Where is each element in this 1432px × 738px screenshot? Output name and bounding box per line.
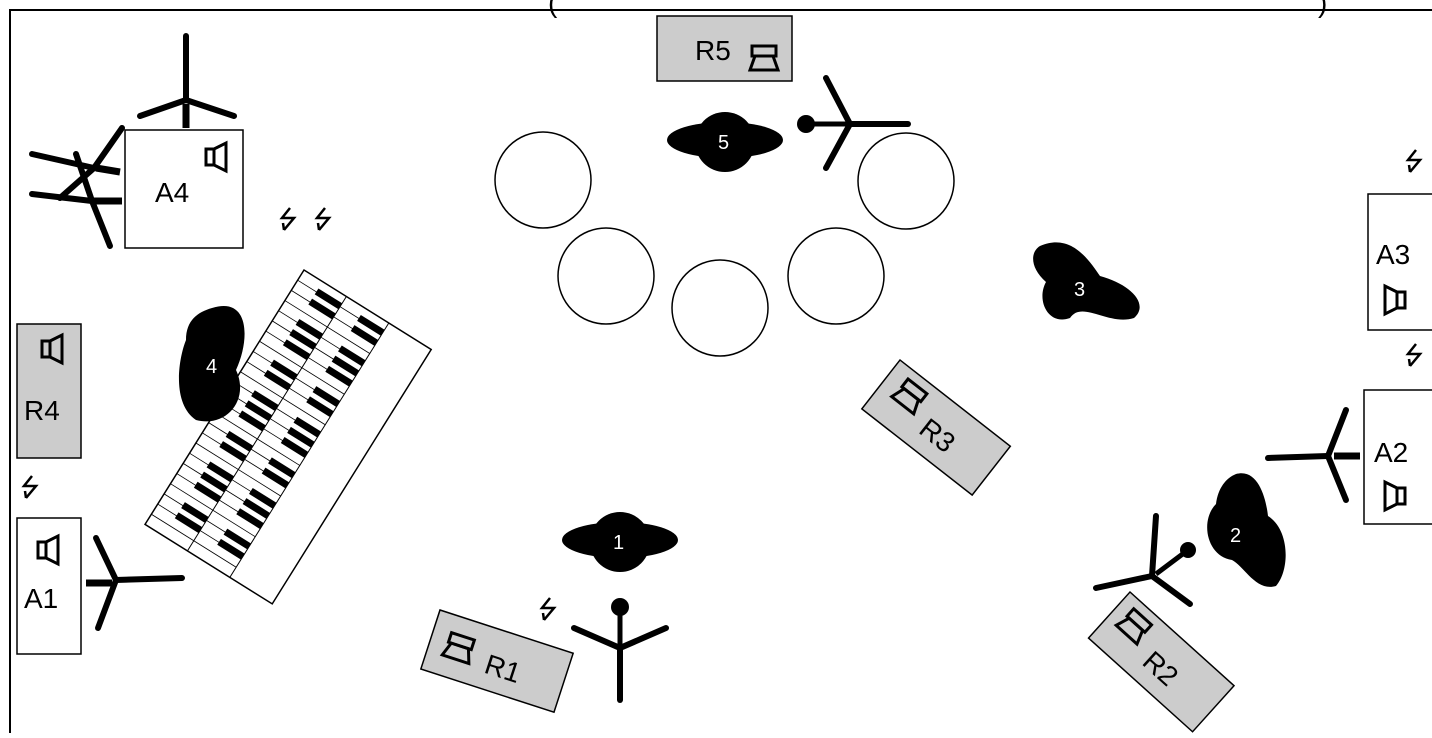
mic-stand-5 <box>797 75 911 171</box>
amp-a4-label: A4 <box>155 177 189 208</box>
mic-stand-1 <box>571 598 669 703</box>
keyboard <box>143 268 433 605</box>
musician-3: 3 <box>1033 242 1140 320</box>
musician-icon <box>1033 242 1140 320</box>
amp-a1-label: A1 <box>24 583 58 614</box>
monitor-r2: R2 <box>1087 590 1236 733</box>
musician-4: 4 <box>178 305 245 422</box>
stage-border <box>9 9 1432 738</box>
amp-a4: A4 <box>124 129 244 249</box>
monitor-r4-label: R4 <box>24 395 60 426</box>
mic-stand-a4-left2 <box>29 151 122 249</box>
monitor-r1: R1 <box>419 609 575 714</box>
amp-a3-label: A3 <box>1376 239 1410 270</box>
mic-stand-2 <box>1093 513 1196 607</box>
amp-a2: A2 <box>1363 389 1432 525</box>
musician-2-label: 2 <box>1230 525 1241 547</box>
amp-a1: A1 <box>16 517 82 655</box>
musician-2: 2 <box>1207 473 1286 587</box>
drum-icon <box>787 227 885 325</box>
power-outlet-icon <box>22 474 38 500</box>
header-partial-right: ) <box>1318 0 1327 18</box>
mic-stand-a2 <box>1265 407 1360 503</box>
musician-4-label: 4 <box>206 356 217 378</box>
header-partial-left: ( <box>548 0 558 18</box>
power-outlet-icon <box>540 596 556 622</box>
mic-stand-a4-top <box>137 33 237 128</box>
musician-1: 1 <box>562 512 678 572</box>
drum-icon <box>557 227 655 325</box>
musician-5-label: 5 <box>718 132 729 154</box>
monitor-r5-label: R5 <box>695 35 731 66</box>
musician-3-label: 3 <box>1074 279 1085 301</box>
power-outlet-icon <box>280 206 296 232</box>
musician-5: 5 <box>667 112 783 172</box>
power-outlet-icon <box>1406 148 1422 174</box>
monitor-r5: R5 <box>656 15 793 82</box>
monitor-r4: R4 <box>16 323 82 459</box>
mic-stand-a1 <box>86 535 185 631</box>
drum-icon <box>494 131 592 229</box>
drum-icon <box>857 132 955 230</box>
drum-kit <box>494 131 955 357</box>
musician-icon <box>1207 473 1286 587</box>
drum-icon <box>671 259 769 357</box>
power-outlet-icon <box>1406 342 1422 368</box>
amp-a3: A3 <box>1367 193 1432 331</box>
amp-a2-label: A2 <box>1374 437 1408 468</box>
monitor-r3: R3 <box>860 358 1012 497</box>
mic-stand-a4-left1 <box>29 125 125 201</box>
power-outlet-icon <box>315 206 331 232</box>
musician-icon <box>178 305 245 422</box>
musician-1-label: 1 <box>613 532 624 554</box>
